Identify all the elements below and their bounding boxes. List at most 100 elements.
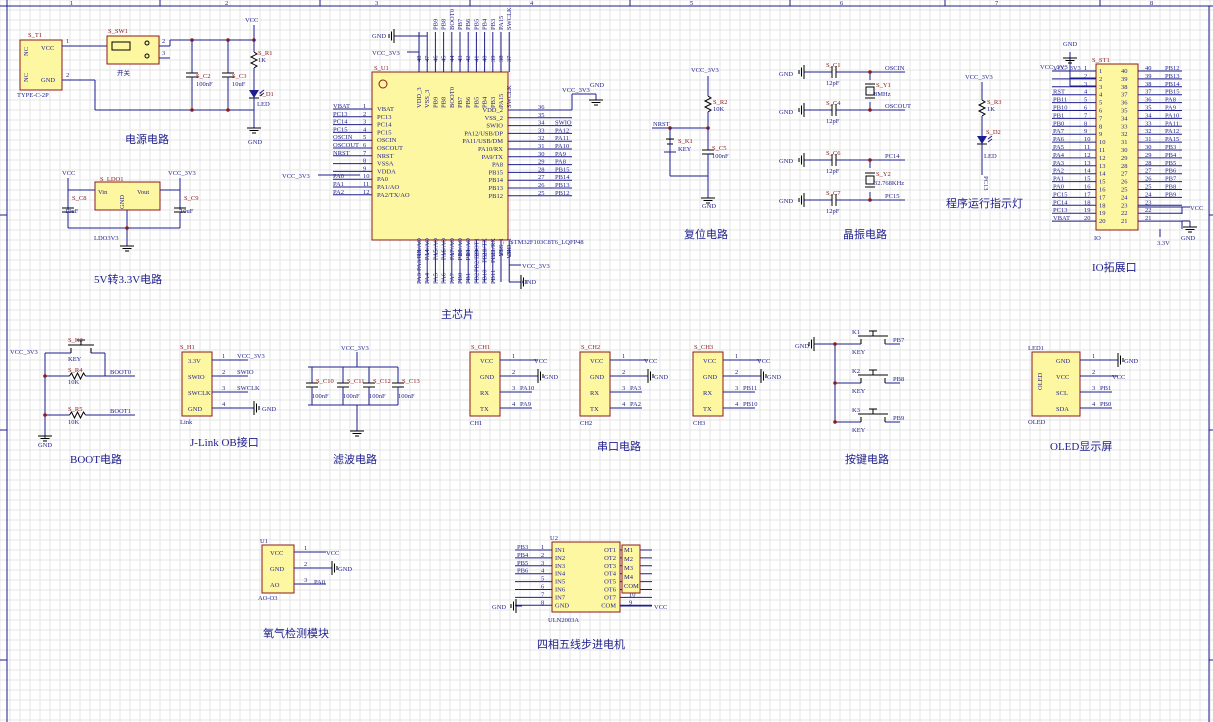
- pin-number: 1: [512, 353, 515, 360]
- pin-number: 24: [1121, 194, 1128, 201]
- pin-number: 16: [1099, 187, 1106, 194]
- pin-number: 20: [1084, 215, 1091, 222]
- net-label: GND: [795, 343, 809, 350]
- pin-label: SWCLK: [188, 390, 211, 397]
- pin-number: 27: [1145, 168, 1152, 175]
- pin-net: PB5: [1165, 160, 1176, 167]
- pin-number: 6: [541, 584, 545, 591]
- motor-pin: COM: [624, 583, 639, 590]
- pin-net: PB12: [555, 190, 569, 197]
- pin-number: 4: [735, 401, 739, 408]
- pin-net: PB6: [517, 568, 529, 575]
- net-label: VCC: [644, 358, 657, 365]
- pin-label: VCC: [480, 358, 493, 365]
- pin-label: GND: [480, 374, 494, 381]
- pin-net: PB5: [473, 19, 480, 30]
- pin-number: 30: [1145, 144, 1152, 151]
- uln2003a-driver: [551, 541, 621, 613]
- crystal-value: 8MHz: [874, 91, 891, 98]
- border-number: 6: [840, 0, 844, 7]
- pin-number: 12: [1084, 152, 1091, 159]
- pin-number: 23: [1121, 202, 1128, 209]
- res-value: 10K: [713, 106, 725, 113]
- section-title: 复位电路: [684, 227, 728, 241]
- pin-number: 8: [1099, 123, 1102, 130]
- border-number: 2: [225, 0, 228, 7]
- pin-number: 30: [538, 151, 545, 158]
- pin-number: 18: [1099, 202, 1106, 209]
- res-ref: S_R2: [713, 99, 727, 106]
- pin-net: PA15: [498, 16, 505, 30]
- net-label: BOOT1: [110, 408, 131, 415]
- pin-number: 3: [304, 577, 307, 584]
- net-label: GND: [1124, 358, 1138, 365]
- net-label: PC13: [982, 176, 989, 190]
- pin-label: TX: [590, 406, 599, 413]
- pin-name: PB8: [441, 97, 448, 108]
- pin-net: PA10: [520, 385, 534, 392]
- key-ref: S_K1: [678, 138, 693, 145]
- pin-name: PB14: [489, 177, 504, 184]
- cap-value: 10uF: [232, 81, 246, 88]
- pin-net: PB7: [1165, 176, 1177, 183]
- pin-net: PA2: [630, 401, 641, 408]
- border-number: 4: [530, 0, 534, 7]
- pin-number: 2: [622, 369, 625, 376]
- cap-value: 12pF: [826, 80, 840, 87]
- net-label: GND: [590, 82, 604, 89]
- pin-number: 30: [1121, 147, 1128, 154]
- pin-name: NRST: [377, 153, 394, 160]
- pin-number: 10: [1084, 136, 1091, 143]
- pin-net: OSCIN: [333, 134, 353, 141]
- pin-name: VDDA: [377, 168, 396, 175]
- pin-number: 31: [538, 143, 545, 150]
- pin-number: 4: [541, 568, 545, 575]
- pin-name: SWIO: [486, 123, 503, 130]
- pin-number: 25: [1121, 187, 1128, 194]
- net-label: VCC: [1190, 205, 1203, 212]
- junction-dot: [868, 158, 872, 162]
- pin-number: 4: [622, 401, 626, 408]
- pin-number: 13: [416, 250, 423, 257]
- pin-net: PB14: [1165, 81, 1180, 88]
- pin-name: SWCLK: [506, 85, 513, 108]
- pin-number: 39: [1145, 73, 1152, 80]
- pin-number: 12: [1099, 155, 1106, 162]
- pin-net: PB6: [465, 18, 472, 30]
- net-label: GND: [779, 158, 793, 165]
- net-label: OSCOUT: [885, 103, 911, 110]
- led-arrow: [259, 89, 265, 94]
- net-label: GND: [262, 406, 276, 413]
- pin-net: PA4: [424, 272, 431, 284]
- pin-number: 40: [482, 56, 489, 63]
- led-arrow: [987, 138, 993, 143]
- mcu-pin1-mark: [378, 79, 388, 89]
- cap-value: 100nF: [369, 393, 386, 400]
- pin-label: IN7: [555, 594, 566, 601]
- net-label: NRST: [653, 121, 670, 128]
- pin-number: 28: [1121, 163, 1128, 170]
- key-value: KEY: [68, 356, 82, 363]
- cap-ref: S_C9: [184, 195, 198, 202]
- pin-number: 4: [222, 401, 226, 408]
- pin-net: PB15: [1165, 89, 1179, 96]
- pin-number: 1: [66, 38, 69, 45]
- pin-name: PB13: [489, 185, 503, 192]
- uart-header: [692, 351, 724, 417]
- pin-net: SWIO: [237, 369, 254, 376]
- cap-ref: S_C5: [712, 145, 726, 152]
- junction-dot: [226, 108, 230, 112]
- pin-number: 45: [441, 56, 448, 63]
- pin-number: 1: [1092, 353, 1095, 360]
- pin-net: PB0: [1100, 401, 1111, 408]
- key-ref: K1: [852, 329, 860, 336]
- cap-ref: S_C7: [826, 190, 841, 197]
- net-label: VCC: [245, 17, 258, 24]
- pin-name: PB2/BOOT1: [473, 238, 480, 272]
- header-name: CH1: [470, 420, 482, 427]
- pin-net: PB8: [441, 19, 448, 30]
- pin-number: 9: [1099, 131, 1102, 138]
- pin-number: 3: [363, 119, 366, 126]
- pin-label: IN2: [555, 555, 565, 562]
